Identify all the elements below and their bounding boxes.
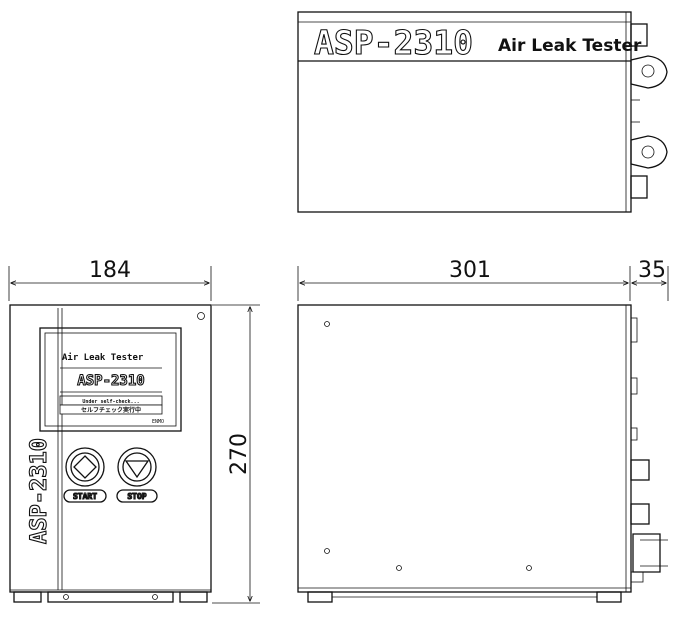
depth-dimension: 301 — [449, 258, 491, 283]
screw-icon — [526, 565, 532, 571]
start-diamond-icon — [73, 455, 97, 479]
screen-model: ASP-2310 — [77, 373, 144, 389]
top-view: ASP-2310 Air Leak Tester — [297, 11, 668, 213]
screen-title: Air Leak Tester — [62, 352, 144, 363]
screen-status-english: Under self-check... — [82, 399, 139, 405]
stop-label: STOP — [127, 492, 146, 501]
screen-footer: ENMO — [152, 419, 164, 425]
width-dimension: 184 — [89, 258, 131, 283]
screen-status-japanese: セルフチェック実行中 — [81, 406, 141, 414]
coupler-lower-icon — [630, 135, 668, 169]
side-fittings — [630, 317, 668, 583]
lcd-screen: Air Leak Tester ASP-2310 Under self-chec… — [39, 327, 182, 432]
stop-button[interactable]: STOP — [116, 447, 158, 503]
screw-icon — [197, 312, 205, 320]
top-model-label: ASP-2310 — [314, 23, 473, 62]
start-label: START — [73, 492, 97, 501]
side-view: 301 35 — [297, 258, 669, 603]
stop-triangle-icon — [124, 460, 150, 479]
screw-icon — [324, 321, 330, 327]
front-view: 184 270 ASP-2310 Air Leak Tester ASP-231… — [8, 258, 260, 604]
top-product-name: Air Leak Tester — [498, 36, 642, 56]
start-button[interactable]: START — [63, 447, 107, 503]
protrusion-dimension: 35 — [638, 258, 666, 283]
top-view-body — [297, 11, 632, 213]
coupler-upper-icon — [630, 55, 668, 89]
height-dimension: 270 — [227, 433, 252, 475]
top-fittings — [630, 23, 668, 199]
front-side-label: ASP-2310 — [27, 438, 52, 544]
screw-icon — [396, 565, 402, 571]
screw-icon — [324, 548, 330, 554]
side-panel — [297, 304, 632, 593]
